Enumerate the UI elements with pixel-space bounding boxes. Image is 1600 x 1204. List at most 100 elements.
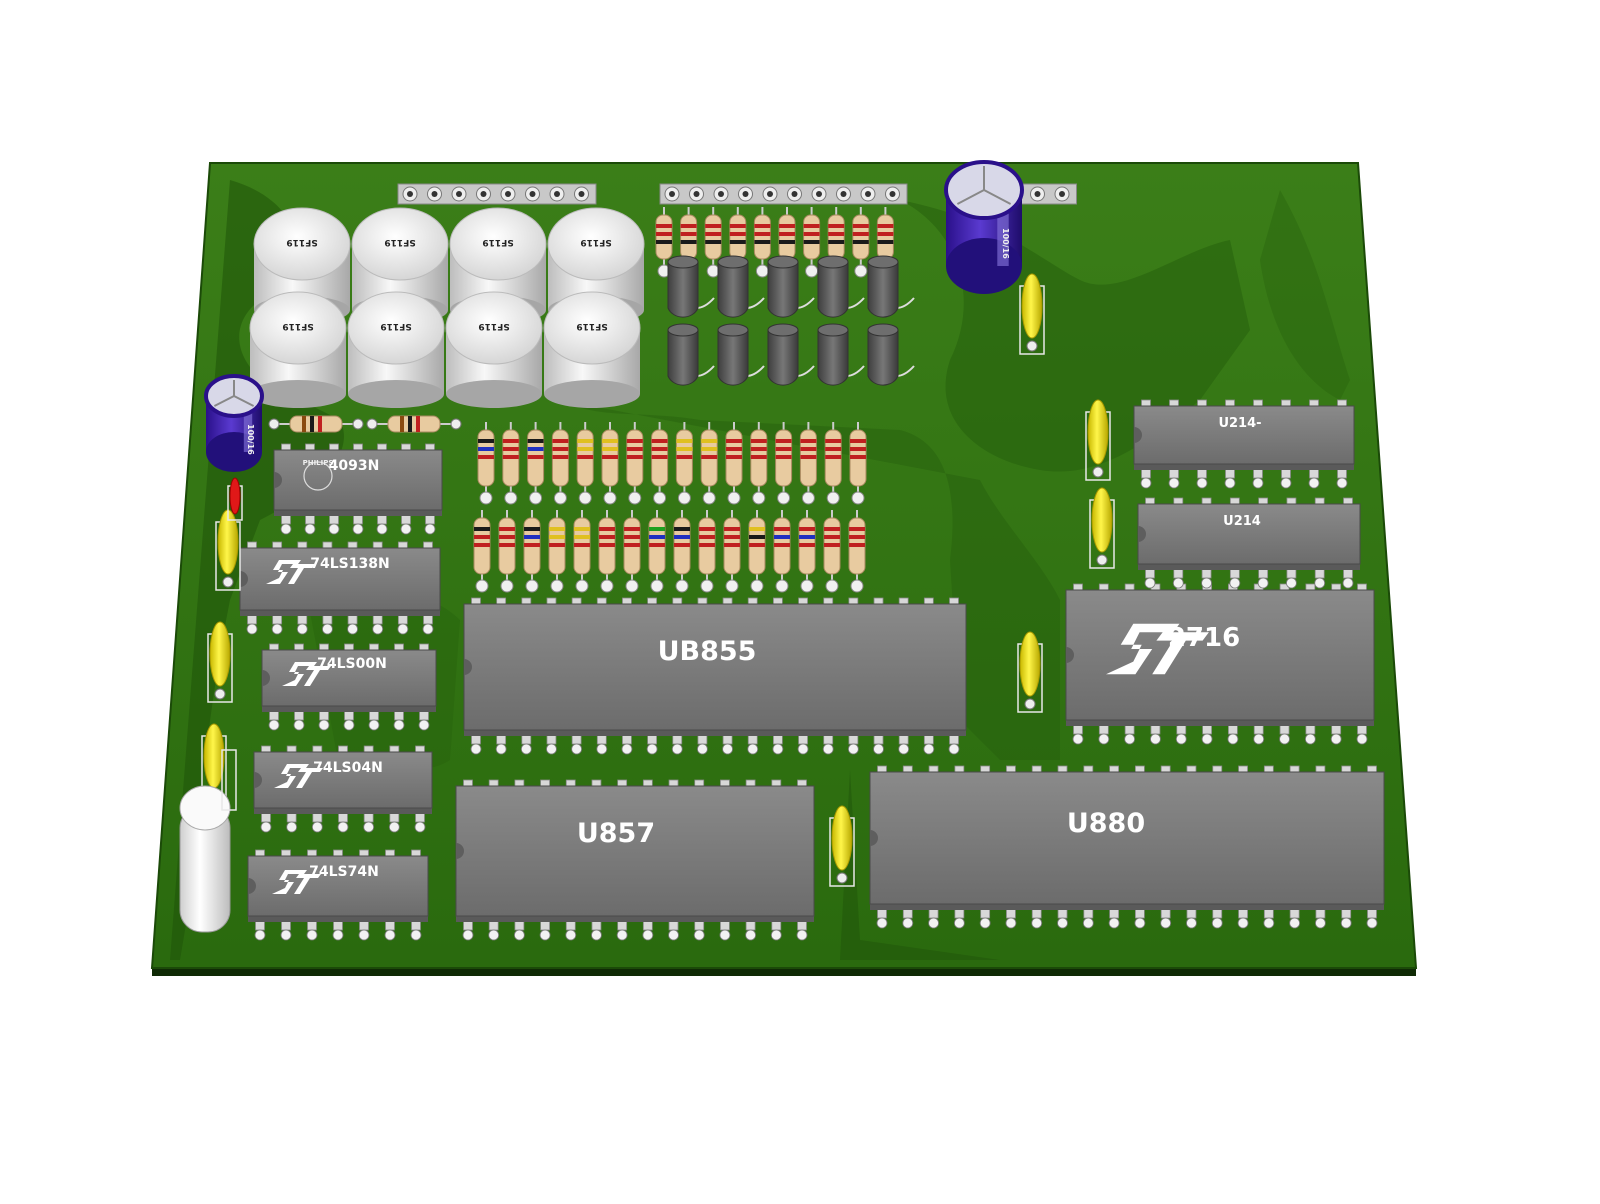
color-band — [775, 439, 792, 443]
chip-body — [463, 603, 967, 731]
chip-pin-top — [394, 643, 404, 651]
solder-pad — [596, 743, 608, 755]
color-band — [478, 455, 494, 459]
solder-pad — [876, 917, 888, 929]
solder-pad — [1280, 477, 1292, 489]
color-band — [705, 232, 722, 236]
crystal-oscillator — [179, 749, 237, 933]
color-band — [676, 439, 693, 443]
ic-u214b: U214 — [1137, 497, 1361, 589]
ic-ub855: UB855 — [463, 597, 967, 755]
solder-pad — [1227, 733, 1239, 745]
solder-pad — [1031, 917, 1043, 929]
transistor — [717, 255, 765, 318]
color-band — [803, 232, 820, 236]
color-band — [474, 535, 490, 539]
resistor-row2 — [473, 510, 491, 593]
solder-pad — [254, 929, 266, 941]
solder-pad — [260, 821, 272, 833]
chip-body — [247, 855, 429, 917]
solder-pad — [923, 743, 935, 755]
solder-pad — [603, 491, 617, 505]
color-band — [602, 439, 618, 443]
chip-label: U880 — [1067, 808, 1145, 839]
chip-pin-top — [344, 643, 354, 651]
solder-pad — [800, 579, 814, 593]
color-band — [749, 543, 765, 547]
chip-pin-top — [797, 779, 807, 787]
color-band — [849, 535, 865, 539]
chip-pin-top — [359, 849, 369, 857]
solder-pad — [697, 743, 708, 755]
solder-pad — [772, 743, 784, 755]
chip-pin-top — [1173, 497, 1184, 505]
solder-pad — [851, 491, 865, 505]
chip-pin-top — [1258, 497, 1269, 505]
solder-pad — [1366, 917, 1378, 929]
white-capacitor-sf119: SF119 — [249, 291, 347, 408]
chip-body — [1133, 405, 1355, 465]
color-band — [478, 447, 494, 451]
chip-body — [1065, 589, 1375, 721]
chip-pin-top — [898, 597, 909, 605]
chip-pin-top — [617, 779, 628, 787]
resistor-horizontal — [366, 415, 462, 433]
chip-pin-top — [1225, 399, 1235, 407]
solder-pad — [214, 688, 226, 700]
chip-pin-top — [546, 597, 557, 605]
solder-pad — [352, 523, 364, 535]
chip-body — [253, 751, 433, 809]
solder-pad — [591, 929, 602, 941]
chip-pin-top — [297, 541, 308, 549]
solder-pad — [653, 491, 667, 505]
chip-pin-top — [1286, 497, 1297, 505]
resistor-row2 — [548, 510, 566, 593]
chip-pin-top — [1337, 399, 1347, 407]
color-band — [651, 439, 668, 443]
color-band — [750, 447, 767, 451]
solder-pad — [1196, 477, 1208, 489]
chip-label: 74LS00N — [317, 656, 387, 672]
color-band — [699, 543, 715, 547]
solder-pad — [304, 523, 316, 535]
solder-pad — [1304, 733, 1316, 745]
chip-pin-top — [1289, 765, 1300, 773]
chip-pin-top — [322, 541, 333, 549]
color-band — [849, 543, 865, 547]
color-band — [599, 543, 615, 547]
color-band — [674, 543, 690, 547]
philips-logo — [303, 461, 333, 491]
solder-pad — [418, 719, 430, 731]
ic-74ls04: 74LS04N — [253, 745, 433, 833]
solder-pad — [898, 743, 910, 755]
transistor — [817, 323, 865, 386]
elec-cap-marking: 100/16 — [1001, 228, 1010, 259]
chip-pin-top — [281, 443, 291, 451]
transistor — [867, 323, 915, 386]
color-band — [726, 439, 742, 443]
solder-pad — [388, 821, 400, 833]
chip-pin-top — [647, 597, 658, 605]
resistor-row1 — [527, 422, 545, 505]
chip-pin-top — [1281, 399, 1291, 407]
color-band — [825, 455, 842, 459]
color-band — [779, 240, 795, 244]
resistor-row2 — [648, 510, 666, 593]
chip-body — [1137, 503, 1361, 565]
chip-pin-top — [1109, 765, 1120, 773]
solder-pad — [822, 743, 834, 755]
chip-pin-top — [720, 779, 730, 787]
color-band — [799, 543, 815, 547]
chip-label: U214 — [1223, 514, 1261, 529]
yellow-capacitor — [207, 621, 233, 703]
solder-pad — [414, 821, 426, 833]
color-band — [602, 447, 618, 451]
color-band — [825, 447, 842, 451]
chip-pin-top — [1331, 583, 1342, 591]
solder-pad — [372, 623, 384, 635]
solder-pad — [847, 743, 859, 755]
solder-pad — [1308, 477, 1320, 489]
st-logo — [272, 870, 321, 894]
color-band — [705, 240, 722, 244]
